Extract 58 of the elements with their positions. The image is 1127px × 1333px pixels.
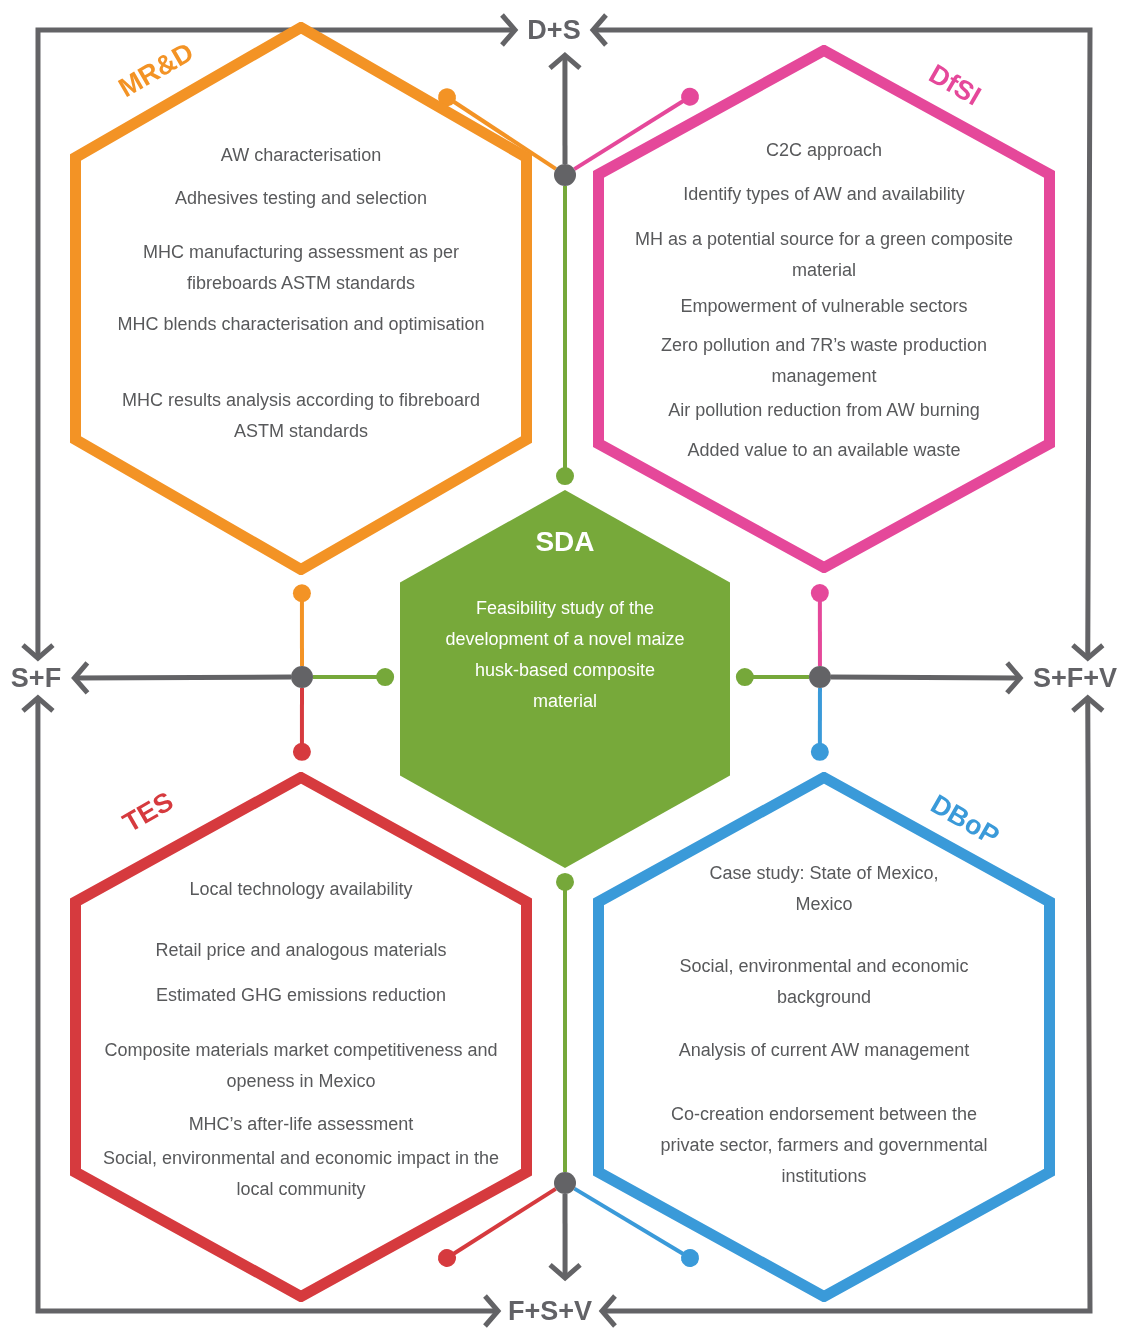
activity-text: Empowerment of vulnerable sectors (679, 295, 969, 318)
activity-text: Case study: State of Mexico, Mexico (708, 862, 940, 916)
activity-text: MHC manufacturing assessment as per fibreboards ASTM standards (141, 241, 461, 295)
activity-text: AW characterisation (219, 144, 383, 167)
arrow (590, 12, 1106, 661)
junction-dot (554, 1172, 576, 1194)
arrow (831, 660, 1023, 696)
arrow (547, 1194, 583, 1281)
arrow (20, 695, 501, 1329)
dot-ended-line (735, 668, 809, 687)
dot-ended-line (292, 584, 311, 666)
dot-ended-line (438, 1187, 557, 1267)
activity-text: Air pollution reduction from AW burning (667, 399, 981, 422)
dot-ended-line (573, 87, 699, 171)
dot-ended-line (438, 88, 557, 171)
section-heading: TES (116, 784, 180, 840)
stage-label: S+F (4, 660, 68, 696)
arrow (547, 52, 583, 164)
center-heading: SDA (534, 525, 596, 559)
stage-label: F+S+V (498, 1293, 602, 1329)
activity-text: MH as a potential source for a green composite material (633, 228, 1015, 282)
junction-dot (809, 666, 831, 688)
activity-text: Composite materials market competitiveness and openess in Mexico (103, 1039, 499, 1093)
activity-text: Co-creation endorsement between the private sector, farmers and governmental institutions (659, 1103, 989, 1188)
dot-ended-line (556, 873, 574, 1172)
center-text: Feasibility study of the development of a novel maize husk-based composite material (445, 597, 685, 713)
hexagon-outline (70, 772, 532, 1302)
activity-text: Zero pollution and 7R’s waste production management (660, 334, 988, 388)
stage-label: D+S (515, 12, 593, 48)
activity-text: MHC’s after-life assessment (187, 1113, 415, 1136)
activity-text: Social, environmental and economic background (678, 955, 970, 1009)
hexagon-outline (593, 45, 1055, 573)
junction-dot (554, 164, 576, 186)
activity-text: Retail price and analogous materials (154, 939, 448, 962)
hexagon-shape (400, 490, 730, 868)
dot-ended-line (556, 186, 574, 485)
arrow (20, 12, 518, 661)
hexagon-outline (593, 772, 1055, 1302)
dot-ended-line (313, 668, 395, 687)
junction-dot (291, 666, 313, 688)
arrow (71, 660, 291, 696)
activity-text: Added value to an available waste (686, 439, 962, 462)
arrow (599, 695, 1106, 1329)
dot-ended-line (810, 584, 829, 666)
stage-label: S+F+V (1026, 660, 1124, 696)
dot-ended-line (292, 688, 311, 761)
activity-text: Estimated GHG emissions reduction (154, 984, 448, 1007)
activity-text: Social, environmental and economic impact in the local community (101, 1147, 501, 1201)
section-heading: DfSI (923, 57, 987, 114)
dot-ended-line (810, 688, 829, 761)
dot-ended-line (573, 1186, 699, 1267)
activity-text: C2C approach (764, 139, 884, 162)
activity-text: Local technology availability (188, 878, 414, 901)
activity-text: Adhesives testing and selection (173, 187, 429, 210)
activity-text: Identify types of AW and availability (682, 183, 966, 206)
activity-text: Analysis of current AW management (677, 1039, 971, 1062)
activity-text: MHC blends characterisation and optimisation (116, 313, 486, 336)
activity-text: MHC results analysis according to fibreboard ASTM standards (120, 389, 482, 443)
